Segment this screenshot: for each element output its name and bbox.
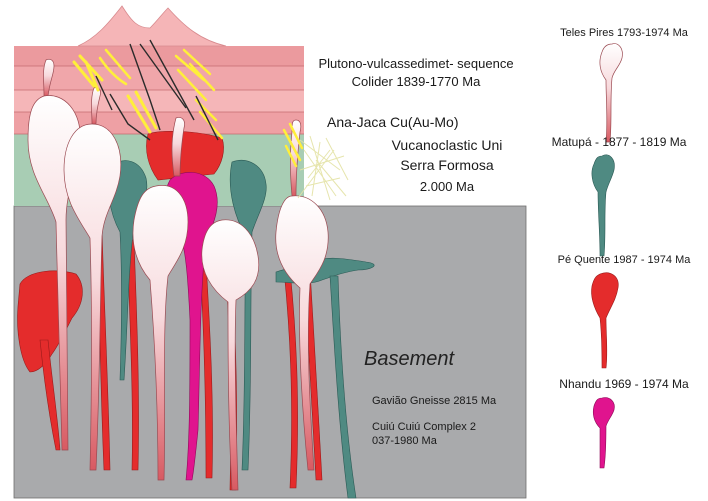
volcanoclastic-label-line2: Serra Formosa [372,157,522,173]
legend-pe-quente-label: Pé Quente 1987 - 1974 Ma [539,254,708,266]
sequence-label-line2: Colider 1839-1770 Ma [300,74,532,89]
basement-title: Basement [364,348,454,371]
sequence-label-line1: Plutono-vulcassedimet- sequence [300,56,532,71]
legend-teles-pires-icon [600,44,622,142]
volcanoclastic-label-line3: 2.000 Ma [372,179,522,194]
cuiu-label-line1: Cuiú Cuiú Complex 2 [372,421,476,433]
legend-nhandu-icon [593,398,614,468]
legend-nhandu-label: Nhandu 1969 - 1974 Ma [539,377,708,391]
volcanoclastic-label-line1: Vucanoclastic Uni [372,137,522,153]
vein-stockwork [298,136,348,200]
cuiu-label-line2: 037-1980 Ma [372,435,437,447]
gaviao-label: Gavião Gneisse 2815 Ma [372,395,496,407]
legend-pe-quente-icon [591,273,618,368]
legend-matupa-label: Matupá - 1877 - 1819 Ma [534,135,704,149]
legend-matupa-icon [592,155,614,256]
volcanic-cone [78,6,226,46]
legend-teles-pires-label: Teles Pires 1793-1974 Ma [539,27,708,39]
ana-jaca-label: Ana-Jaca Cu(Au-Mo) [327,114,459,130]
